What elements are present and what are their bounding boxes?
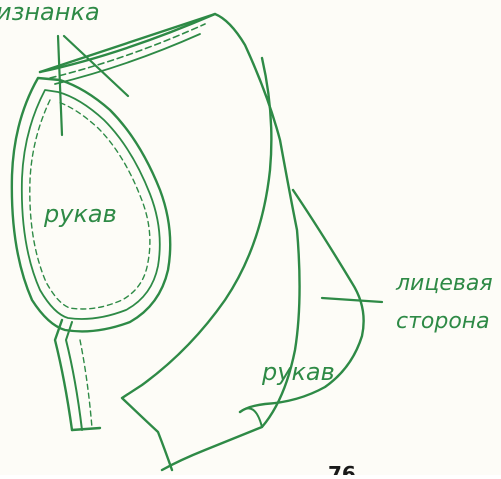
- label-wrong-side: изнанка: [0, 0, 100, 26]
- page-number-fragment: 76: [328, 462, 356, 475]
- label-right-side-line1: лицевая: [395, 271, 493, 296]
- wrong-side-pointer-1: [58, 36, 62, 135]
- sleeve-left-cuff-seam: [55, 320, 72, 430]
- label-sleeve-left: рукав: [43, 200, 117, 228]
- shoulder-seam-stitch: [50, 24, 205, 78]
- right-side-pointer: [322, 298, 382, 302]
- sleeve-left-bottom: [72, 428, 100, 430]
- label-sleeve-right: рукав: [261, 358, 335, 386]
- sleeve-left-cuff-stitch: [80, 340, 92, 428]
- label-right-side-line2: сторона: [396, 309, 490, 334]
